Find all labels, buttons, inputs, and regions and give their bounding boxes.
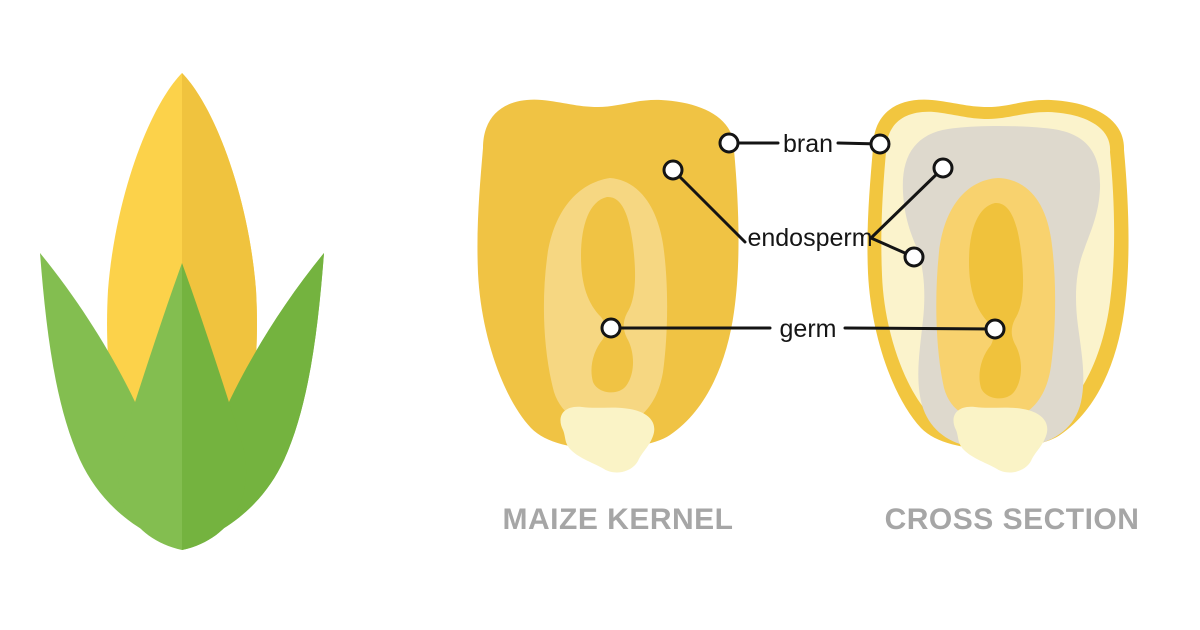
cross-section-tip-cap — [953, 406, 1048, 473]
endosperm-marker-cross-section-upper — [932, 157, 954, 179]
endosperm-leader-right-upper — [869, 166, 945, 240]
kernel-tip-cap — [560, 406, 655, 473]
bran-label: bran — [783, 130, 833, 158]
germ-marker-cross-section — [984, 318, 1006, 340]
endosperm-marker-cross-section-lower — [903, 246, 925, 268]
endosperm-marker-kernel — [662, 159, 684, 181]
cross-section-caption: CROSS SECTION — [885, 503, 1140, 536]
endosperm-label: endosperm — [747, 224, 872, 252]
corn-icon — [40, 73, 324, 550]
germ-marker-kernel — [600, 317, 622, 339]
marker-circles — [600, 132, 1006, 340]
maize-kernel-illustration — [477, 99, 739, 473]
cross-section-illustration — [867, 99, 1129, 473]
bran-marker-cross-section — [869, 133, 891, 155]
kernel-germ-outline — [581, 196, 636, 393]
germ-leader-right — [843, 326, 997, 331]
germ-label: germ — [780, 315, 837, 343]
bran-marker-kernel — [718, 132, 740, 154]
maize-kernel-caption: MAIZE KERNEL — [503, 503, 734, 536]
germ-inner — [969, 202, 1024, 399]
endosperm-leader-left — [671, 168, 747, 244]
